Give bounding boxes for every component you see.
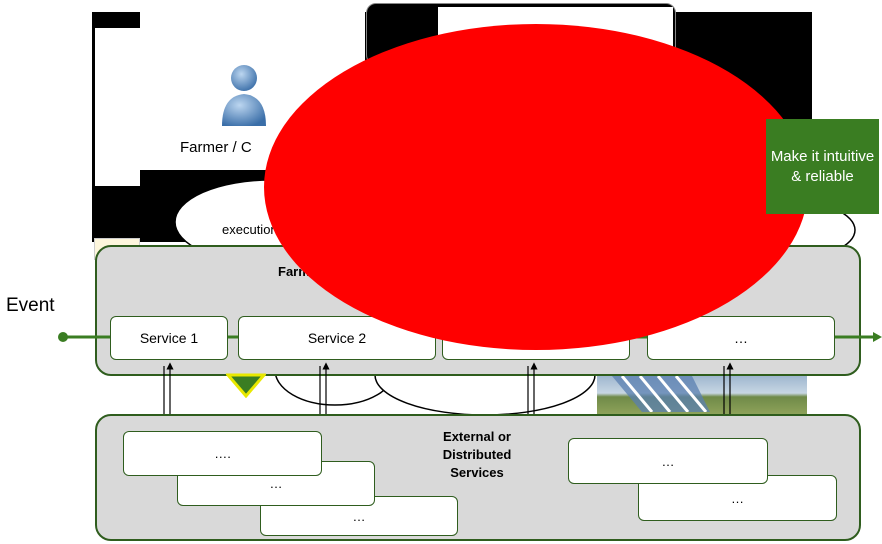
external-services-title: External or Distributed Services (442, 429, 512, 480)
callout-box: Make it intuitive & reliable (766, 119, 879, 214)
hatch-shape (612, 376, 710, 412)
cloud-text: execution (222, 222, 278, 237)
external-box-left-1[interactable]: …. (123, 431, 322, 476)
service-box-1[interactable]: Service 1 (110, 316, 228, 360)
service-arrows (160, 362, 734, 422)
white-panel-left (95, 28, 140, 186)
event-label: Event (6, 295, 55, 316)
redaction-ellipse (264, 24, 808, 350)
callout-text: Make it intuitive & reliable (770, 147, 875, 185)
user-icon (222, 65, 266, 126)
user-label: Farmer / C (180, 139, 252, 156)
yellow-shape (226, 373, 266, 398)
external-box-right-1[interactable]: … (568, 438, 768, 484)
